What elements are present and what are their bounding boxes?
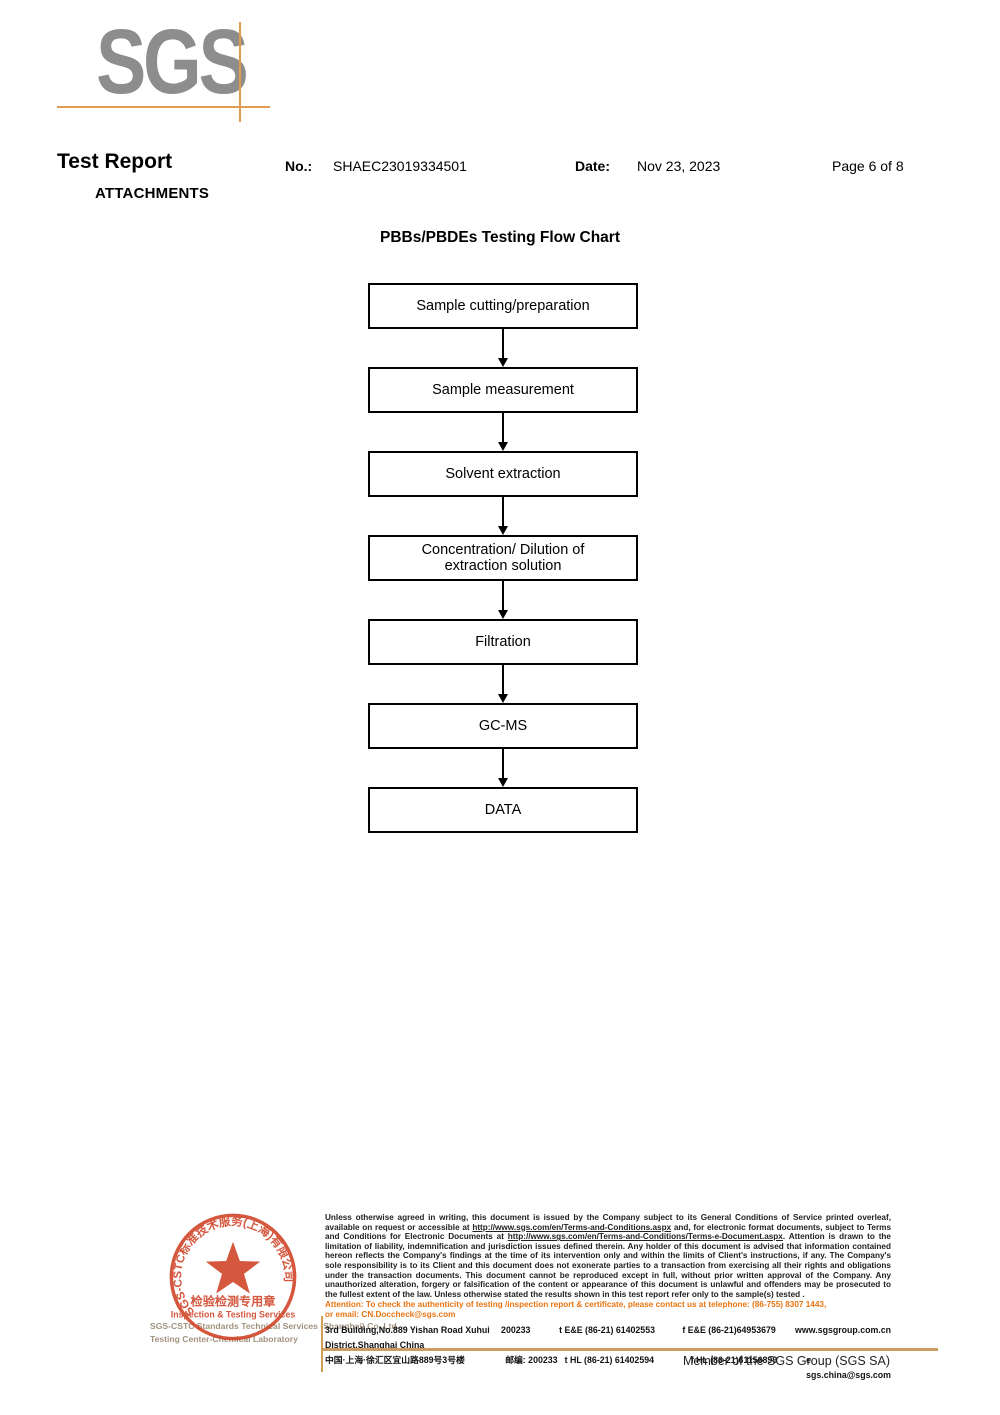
email-link[interactable]: e sgs.china@sgs.com [806,1354,891,1380]
disclaimer-text: . Attention is drawn to the limitation o… [325,1232,891,1299]
flow-step-box: Sample measurement [368,367,638,413]
attention-notice-line2: or email: CN.Doccheck@sgs.com [325,1309,456,1319]
arrow-shaft [502,497,504,526]
stamp-chinese-caption: 检验检测专用章 [191,1294,276,1309]
flowchart: Sample cutting/preparation Sample measur… [368,283,638,833]
disclaimer-text: and, for electronic format documents, su… [325,1222,891,1242]
address-chinese: 中国·上海·徐汇区宜山路889号3号楼 [325,1354,465,1365]
sgs-logo: SGS [96,11,249,113]
report-date-value: Nov 23, 2023 [637,158,721,174]
flow-step-box: Sample cutting/preparation [368,283,638,329]
report-date-label: Date: [575,158,611,174]
terms-e-document-link[interactable]: http://www.sgs.com/en/Terms-and-Conditio… [507,1232,783,1242]
arrow-head [498,358,508,367]
address-english: 3rd Building,No.889 Yishan Road Xuhui Di… [325,1324,490,1350]
stamp-seal-graphic: SGS-CSTC标准技术服务(上海)有限公司 检验检测专用章 Inspectio… [169,1213,297,1341]
flow-step-label: GC-MS [478,718,528,734]
flow-arrow-down [498,665,508,703]
disclaimer-text: Unless otherwise agreed in writing, this… [325,1213,891,1232]
flow-step-box: DATA [368,787,638,833]
arrow-shaft [502,665,504,694]
address-row-chinese: 中国·上海·徐汇区宜山路889号3号楼 邮编: 200233 t HL (86-… [325,1353,891,1383]
address-block: 3rd Building,No.889 Yishan Road Xuhui Di… [325,1323,891,1383]
arrow-head [498,526,508,535]
attention-notice-line1: Attention: To check the authenticity of … [325,1300,827,1310]
report-no-value: SHAEC23019334501 [333,158,467,174]
arrow-head [498,778,508,787]
arrow-shaft [502,581,504,610]
postcode-chinese: 邮编: 200233 [505,1354,558,1365]
footer-text-block: Unless otherwise agreed in writing, this… [325,1213,891,1383]
arrow-head [498,610,508,619]
report-no-label: No.: [285,158,313,174]
flow-step-label: Sample cutting/preparation [416,298,590,314]
arrow-head [498,694,508,703]
fax-ee: f E&E (86-21)64953679 [682,1324,776,1335]
report-title: Test Report [57,150,173,173]
stamp-star-icon [205,1241,261,1294]
arrow-shaft [502,749,504,778]
sgs-membership-note: Member of the SGS Group (SGS SA) [682,1354,890,1368]
legal-disclaimer: Unless otherwise agreed in writing, this… [325,1213,891,1299]
flow-step-box: Filtration [368,619,638,665]
logo-vertical-accent-line [239,22,241,122]
inspection-stamp: SGS-CSTC标准技术服务(上海)有限公司 检验检测专用章 Inspectio… [167,1211,299,1343]
footer-horizontal-accent-line [321,1348,938,1351]
phone-ee: t E&E (86-21) 61402553 [559,1324,655,1335]
flowchart-title: PBBs/PBDEs Testing Flow Chart [380,229,620,246]
flow-step-label: Sample measurement [432,382,574,398]
lab-company-line1: SGS-CSTC Standards Technical Services (S… [150,1321,400,1331]
stamp-english-caption: Inspection & Testing Services [171,1310,296,1320]
flow-step-box: GC-MS [368,703,638,749]
footer-vertical-accent-line [321,1316,323,1372]
flow-arrow-down [498,329,508,367]
website-link[interactable]: www.sgsgroup.com.cn [795,1324,892,1335]
page-indicator: Page 6 of 8 [832,158,904,174]
flow-step-box: Solvent extraction [368,451,638,497]
flow-arrow-down [498,749,508,787]
arrow-head [498,442,508,451]
terms-conditions-link[interactable]: http://www.sgs.com/en/Terms-and-Conditio… [472,1222,672,1232]
arrow-shaft [502,329,504,358]
address-row-english: 3rd Building,No.889 Yishan Road Xuhui Di… [325,1323,891,1353]
fax-hl: f HL (86-21)61156899 [690,1354,778,1365]
flow-arrow-down [498,581,508,619]
logo-horizontal-accent-line [57,106,270,108]
postcode: 200233 [501,1324,531,1335]
flow-step-label: DATA [484,802,522,818]
flow-arrow-down [498,413,508,451]
flow-step-box: Concentration/ Dilution of extraction so… [368,535,638,581]
flow-arrow-down [498,497,508,535]
flow-step-label: Solvent extraction [445,466,561,482]
attachments-heading: ATTACHMENTS [95,185,210,202]
flow-step-label: Filtration [475,634,531,650]
flow-step-label: Concentration/ Dilution of extraction so… [421,542,585,574]
phone-hl: t HL (86-21) 61402594 [564,1354,654,1365]
arrow-shaft [502,413,504,442]
